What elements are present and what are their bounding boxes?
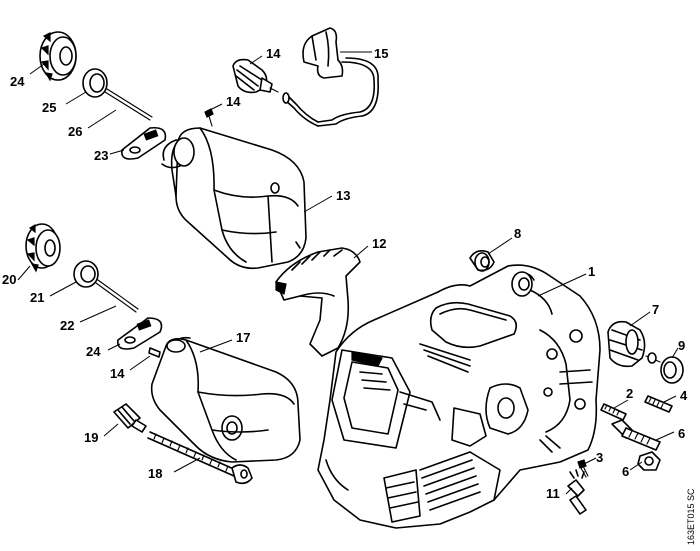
callout-7: 7 bbox=[652, 302, 659, 317]
part-24-filler-cap-top bbox=[39, 31, 77, 82]
leader-14b bbox=[129, 355, 151, 371]
leader-26 bbox=[87, 109, 117, 129]
callout-6: 6 bbox=[622, 464, 629, 479]
leader-5 bbox=[655, 431, 675, 441]
part-23-clip-lower bbox=[117, 317, 163, 350]
part-17-oil-tank-lower bbox=[150, 336, 301, 463]
callout-14-lower: 14 bbox=[110, 366, 125, 381]
leader-1 bbox=[537, 273, 587, 297]
callout-14-top: 14 bbox=[226, 94, 241, 109]
callout-25: 25 bbox=[42, 100, 56, 115]
callout-12: 12 bbox=[372, 236, 386, 251]
leader-19 bbox=[103, 423, 119, 437]
callout-17: 17 bbox=[236, 330, 250, 345]
callout-26: 26 bbox=[68, 124, 82, 139]
part-26-retaining-cord-top bbox=[104, 88, 153, 121]
part-22-retaining-cord-lower bbox=[95, 279, 139, 313]
leader-23b bbox=[107, 343, 121, 351]
callout-23-lower: 24 bbox=[86, 344, 101, 359]
part-16-pickup-filter bbox=[232, 58, 279, 94]
callout-13: 13 bbox=[336, 188, 350, 203]
part-21-seal-ring-lower bbox=[73, 260, 99, 288]
callout-5: 6 bbox=[678, 426, 685, 441]
part-11-spring-clip bbox=[567, 469, 587, 515]
callout-24: 24 bbox=[10, 74, 25, 89]
callout-2: 2 bbox=[626, 386, 633, 401]
part-14-screw-lower bbox=[148, 347, 161, 358]
callout-9: 9 bbox=[678, 338, 685, 353]
leader-22 bbox=[79, 305, 117, 323]
callout-23-top: 23 bbox=[94, 148, 108, 163]
leader-12 bbox=[353, 245, 369, 259]
callout-8: 8 bbox=[514, 226, 521, 241]
callout-11: 11 bbox=[546, 486, 560, 501]
part-8-grommet bbox=[469, 250, 495, 272]
part-9-knob bbox=[645, 352, 684, 384]
part-2-stud bbox=[600, 403, 627, 421]
callout-18: 18 bbox=[148, 466, 162, 481]
leader-14a bbox=[209, 103, 223, 111]
leader-17 bbox=[199, 339, 233, 353]
callout-1: 1 bbox=[588, 264, 595, 279]
drawing-code: 163ET015 SC bbox=[686, 488, 696, 545]
leader-18 bbox=[173, 457, 201, 473]
callout-22: 22 bbox=[60, 318, 74, 333]
part-13-oil-tank-upper bbox=[161, 127, 307, 270]
part-5-adjusting-screw bbox=[611, 419, 661, 451]
callout-15: 15 bbox=[374, 46, 388, 61]
leader-25 bbox=[65, 91, 87, 105]
callout-3: 3 bbox=[596, 450, 603, 465]
callout-20: 20 bbox=[2, 272, 16, 287]
leader-4 bbox=[663, 395, 677, 403]
callout-16: 14 bbox=[266, 46, 281, 61]
part-15-oil-hose bbox=[282, 27, 379, 127]
leader-13 bbox=[303, 195, 333, 213]
leader-2 bbox=[613, 399, 629, 409]
part-1-crankcase-housing bbox=[317, 264, 601, 529]
leader-8 bbox=[487, 237, 513, 255]
leader-6 bbox=[629, 461, 643, 471]
callout-labels: 24 25 26 23 14 14 15 13 12 8 1 7 9 2 4 6… bbox=[2, 46, 688, 501]
leader-3 bbox=[583, 457, 597, 465]
leader-21 bbox=[49, 281, 77, 297]
part-19-fitting bbox=[113, 403, 147, 433]
leader-11 bbox=[565, 487, 573, 495]
part-3-screw bbox=[577, 459, 589, 478]
leader-24 bbox=[29, 63, 45, 75]
callout-19: 19 bbox=[84, 430, 98, 445]
part-7-bellows bbox=[607, 320, 646, 368]
part-25-seal-ring-top bbox=[82, 68, 108, 98]
leader-23a bbox=[109, 149, 125, 155]
leader-7 bbox=[629, 311, 651, 327]
part-4-stud bbox=[644, 395, 673, 413]
callout-21: 21 bbox=[30, 290, 44, 305]
part-20-filler-cap-lower bbox=[25, 223, 61, 273]
callout-4: 4 bbox=[680, 388, 688, 403]
leader-9 bbox=[671, 347, 679, 359]
leader-20 bbox=[17, 265, 31, 281]
part-12-chain-guard bbox=[275, 247, 361, 357]
part-6-nut bbox=[637, 451, 661, 471]
leader-lines bbox=[17, 51, 679, 495]
leader-16 bbox=[249, 55, 263, 65]
part-23-clip-top bbox=[121, 126, 167, 160]
part-14-screw-top bbox=[204, 108, 214, 127]
part-18-suction-hose bbox=[147, 431, 253, 485]
